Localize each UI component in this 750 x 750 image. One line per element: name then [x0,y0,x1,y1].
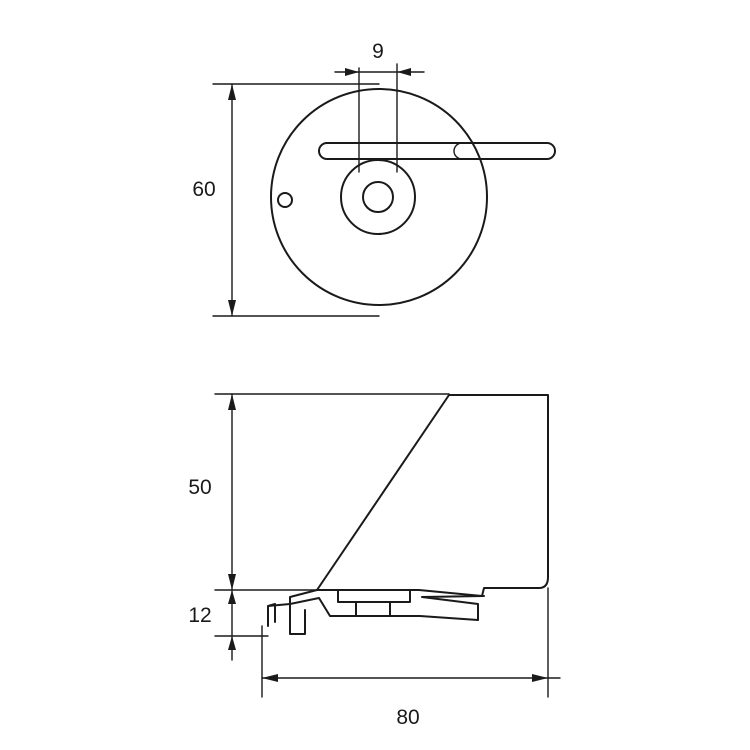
base-plate-recess [337,589,411,617]
handle-bar [318,142,556,160]
dimension-length: 80 [261,587,561,729]
dimension-label-12: 12 [188,604,211,627]
base-plate-outline [267,589,485,635]
pin-hole [277,192,293,208]
handle-bar-joint [453,142,463,160]
boss-outline [340,159,416,235]
disc-outline [270,88,488,306]
side-view [267,394,549,635]
top-view [270,63,556,306]
dimension-slot-width: 9 [334,40,425,76]
dimension-label-60: 60 [192,178,215,201]
dimension-diameter: 60 [192,83,380,317]
dimension-label-9: 9 [372,40,384,63]
dimension-label-50: 50 [188,476,211,499]
dimension-label-80: 80 [396,706,419,729]
dimension-body-height: 50 [188,393,450,591]
body-outline [316,394,549,597]
centre-hole [362,181,394,213]
dimension-base-height: 12 [188,589,318,661]
